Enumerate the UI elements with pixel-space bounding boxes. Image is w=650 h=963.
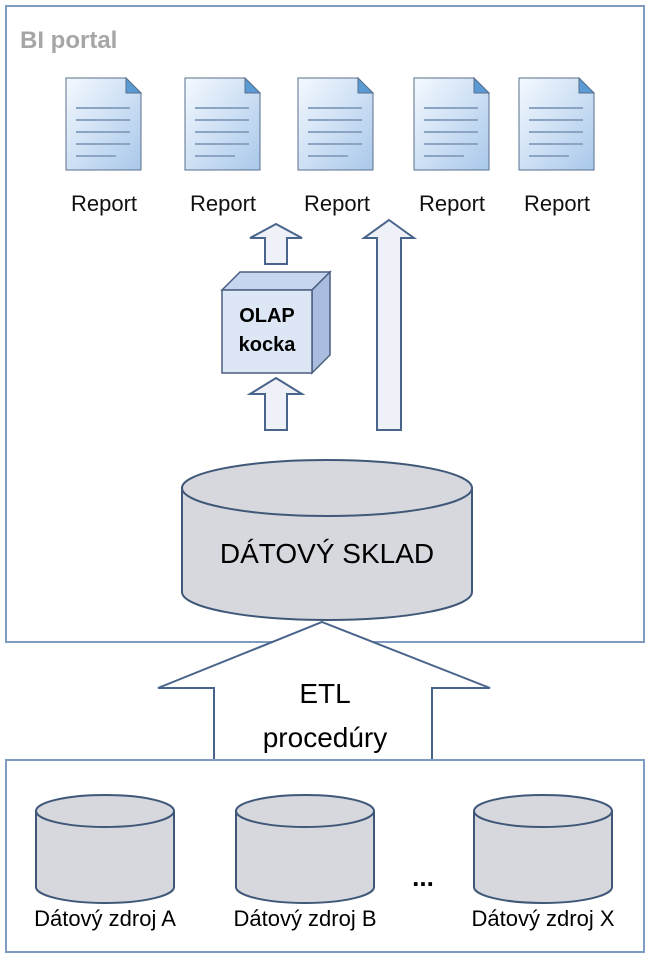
olap-label-line2: kocka [239, 334, 297, 356]
data-sources-frame [5, 759, 645, 953]
bi-portal-title: BI portal [20, 27, 117, 54]
arrow-olap-to-report [249, 222, 303, 265]
report-label-3: Report [304, 191, 370, 216]
data-source-label-a: Dátový zdroj A [34, 906, 176, 931]
report-label-1: Report [71, 191, 137, 216]
arrow-warehouse-to-olap [246, 376, 306, 431]
data-source-cylinder-b [235, 794, 375, 904]
data-source-label-x: Dátový zdroj X [471, 906, 614, 931]
data-source-label-b: Dátový zdroj B [233, 906, 376, 931]
report-label-2: Report [190, 191, 256, 216]
report-document-icon-1 [65, 77, 142, 171]
data-source-cylinder-a [35, 794, 175, 904]
olap-label-line1: OLAP [239, 305, 295, 327]
report-label-5: Report [524, 191, 590, 216]
report-document-icon-5 [518, 77, 595, 171]
report-document-icon-4 [413, 77, 490, 171]
etl-label-line2: procedúry [263, 722, 388, 753]
report-document-icon-3 [297, 77, 374, 171]
report-document-icon-2 [184, 77, 261, 171]
olap-cube [220, 270, 332, 375]
data-source-ellipsis: ... [412, 862, 434, 892]
data-source-cylinder-x [473, 794, 613, 904]
report-label-4: Report [419, 191, 485, 216]
data-warehouse-label: DÁTOVÝ SKLAD [220, 538, 434, 569]
etl-label-line1: ETL [299, 678, 350, 709]
arrow-warehouse-to-report [360, 218, 418, 431]
data-warehouse-cylinder [181, 459, 473, 621]
